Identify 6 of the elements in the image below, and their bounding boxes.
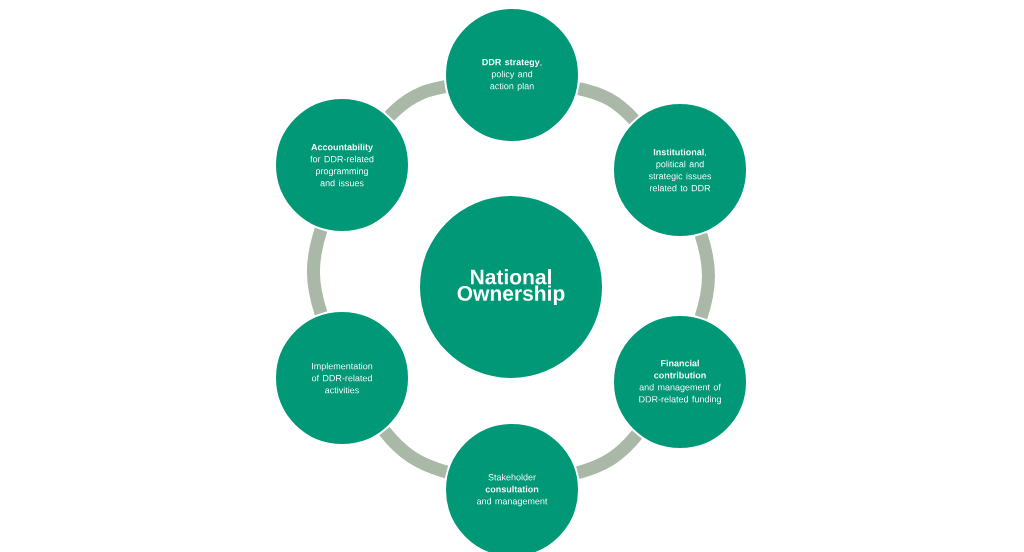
- connector-band: [576, 430, 642, 479]
- connector-band: [307, 227, 328, 316]
- connector-band: [577, 82, 639, 125]
- connector-band: [379, 426, 449, 479]
- connector-band: [384, 80, 447, 121]
- connector-band: [694, 232, 715, 320]
